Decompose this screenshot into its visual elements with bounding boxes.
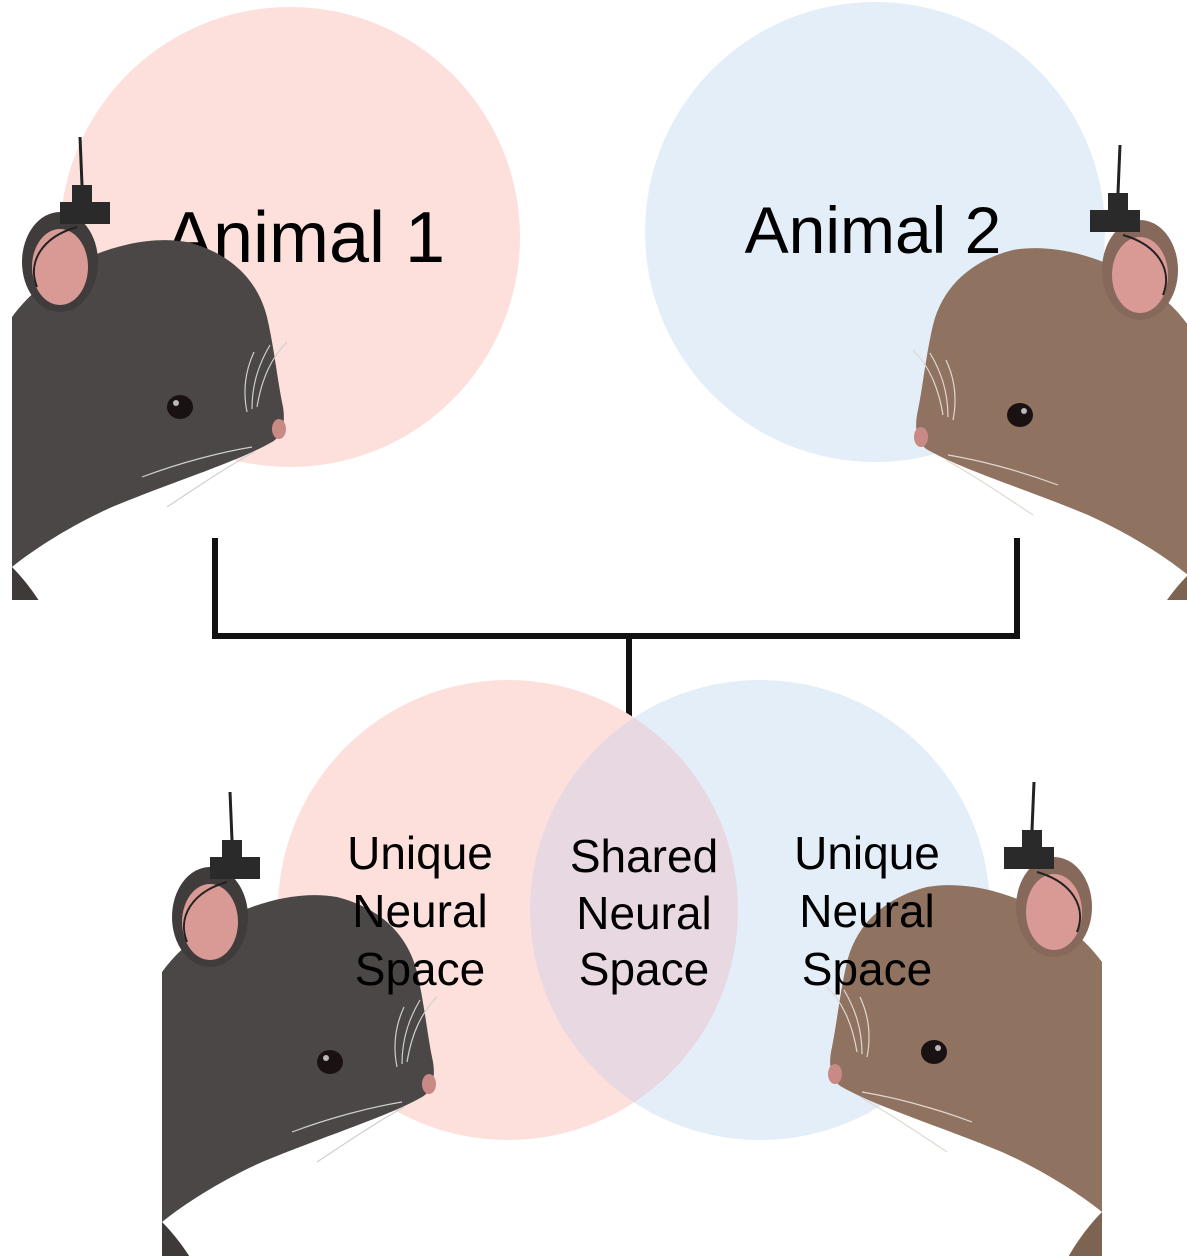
bracket-connector <box>212 538 1020 736</box>
unique-left-line3: Space <box>355 943 485 995</box>
unique-right-line2: Neural <box>799 885 935 937</box>
shared-space-label: Shared Neural Space <box>570 830 718 995</box>
animal2-label: Animal 2 <box>745 193 1002 267</box>
unique-space-right-label: Unique Neural Space <box>794 827 940 995</box>
unique-left-line1: Unique <box>347 827 493 879</box>
unique-right-line1: Unique <box>794 827 940 879</box>
unique-left-line2: Neural <box>352 885 488 937</box>
shared-line2: Neural <box>576 887 712 939</box>
shared-line1: Shared <box>570 830 718 882</box>
unique-right-line3: Space <box>802 943 932 995</box>
shared-line3: Space <box>579 943 709 995</box>
unique-space-left-label: Unique Neural Space <box>347 827 493 995</box>
venn-overlap <box>530 680 738 1140</box>
